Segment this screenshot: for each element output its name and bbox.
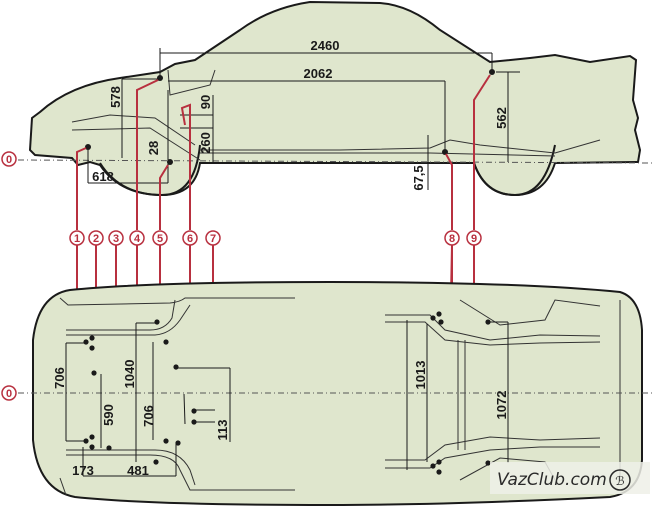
- dim-1072: 1072: [494, 391, 509, 420]
- cowl-line: [167, 69, 216, 96]
- point-label-8: 8: [444, 230, 460, 246]
- point-labels: 1 2 3 4 5 6 7 8 9: [69, 230, 482, 246]
- side-point-9: [489, 69, 495, 75]
- datum-line-side: [17, 159, 653, 164]
- side-point-8: [442, 149, 448, 155]
- point-label-9: 9: [466, 230, 482, 246]
- svg-text:7: 7: [210, 233, 216, 245]
- datum-label-side: 0: [6, 154, 12, 166]
- side-view: 0 2460 2062 578 618 28 90 260 562 67: [1, 0, 653, 197]
- dim-173: 173: [72, 463, 94, 478]
- dim-113: 113: [215, 420, 230, 441]
- dim-1040: 1040: [122, 360, 137, 389]
- side-point-5: [167, 159, 173, 165]
- datum-label-bottom: 0: [6, 388, 12, 400]
- dim-2062: 2062: [304, 66, 333, 81]
- bottom-points: [83, 311, 491, 475]
- front-wheel-arch: [99, 144, 201, 197]
- watermark: VazClub.com ℬ: [490, 462, 650, 494]
- inner-line: [71, 127, 201, 161]
- point-label-1: 1: [69, 230, 85, 246]
- dim-2460: 2460: [311, 38, 340, 53]
- datum-marker-bottom: [1, 385, 17, 401]
- dim-706-inner: 706: [141, 405, 156, 427]
- point-label-6: 6: [182, 230, 198, 246]
- dim-562: 562: [494, 107, 509, 129]
- point-label-2: 2: [88, 230, 104, 246]
- car-bottom-silhouette: [32, 280, 643, 507]
- svg-text:4: 4: [134, 233, 141, 245]
- point-label-7: 7: [205, 230, 221, 246]
- vazclub-logo-icon: [609, 469, 631, 491]
- rear-wheel-arch: [473, 144, 556, 197]
- dim-590: 590: [101, 404, 116, 426]
- point-label-5: 5: [152, 230, 168, 246]
- sill-line-2: [200, 152, 556, 157]
- dim-67-5: 67,5: [411, 165, 426, 190]
- svg-text:5: 5: [157, 233, 163, 245]
- dim-1013: 1013: [413, 361, 428, 390]
- point-label-3: 3: [108, 230, 124, 246]
- dim-90: 90: [198, 95, 213, 109]
- watermark-text: VazClub.com: [497, 470, 607, 490]
- bottom-view: 0 706 590 1040 706 113 173: [1, 280, 653, 507]
- dim-706-front: 706: [52, 367, 67, 389]
- point-label-4: 4: [129, 230, 145, 246]
- svg-text:8: 8: [449, 233, 455, 245]
- svg-text:2: 2: [93, 233, 99, 245]
- vazclub-logo-glyph: ℬ: [615, 474, 624, 488]
- dim-260: 260: [198, 132, 213, 154]
- side-point-4: [157, 75, 163, 81]
- svg-text:1: 1: [74, 233, 80, 245]
- side-point-1: [85, 144, 91, 150]
- svg-text:3: 3: [113, 233, 119, 245]
- datum-marker-side: [1, 151, 17, 167]
- sill-line: [200, 139, 601, 154]
- dim-28: 28: [146, 141, 161, 155]
- svg-text:6: 6: [187, 233, 193, 245]
- dim-481: 481: [127, 463, 149, 478]
- svg-text:9: 9: [471, 233, 477, 245]
- dim-618: 618: [92, 169, 114, 184]
- inner-line: [71, 114, 196, 146]
- dim-578: 578: [108, 86, 123, 108]
